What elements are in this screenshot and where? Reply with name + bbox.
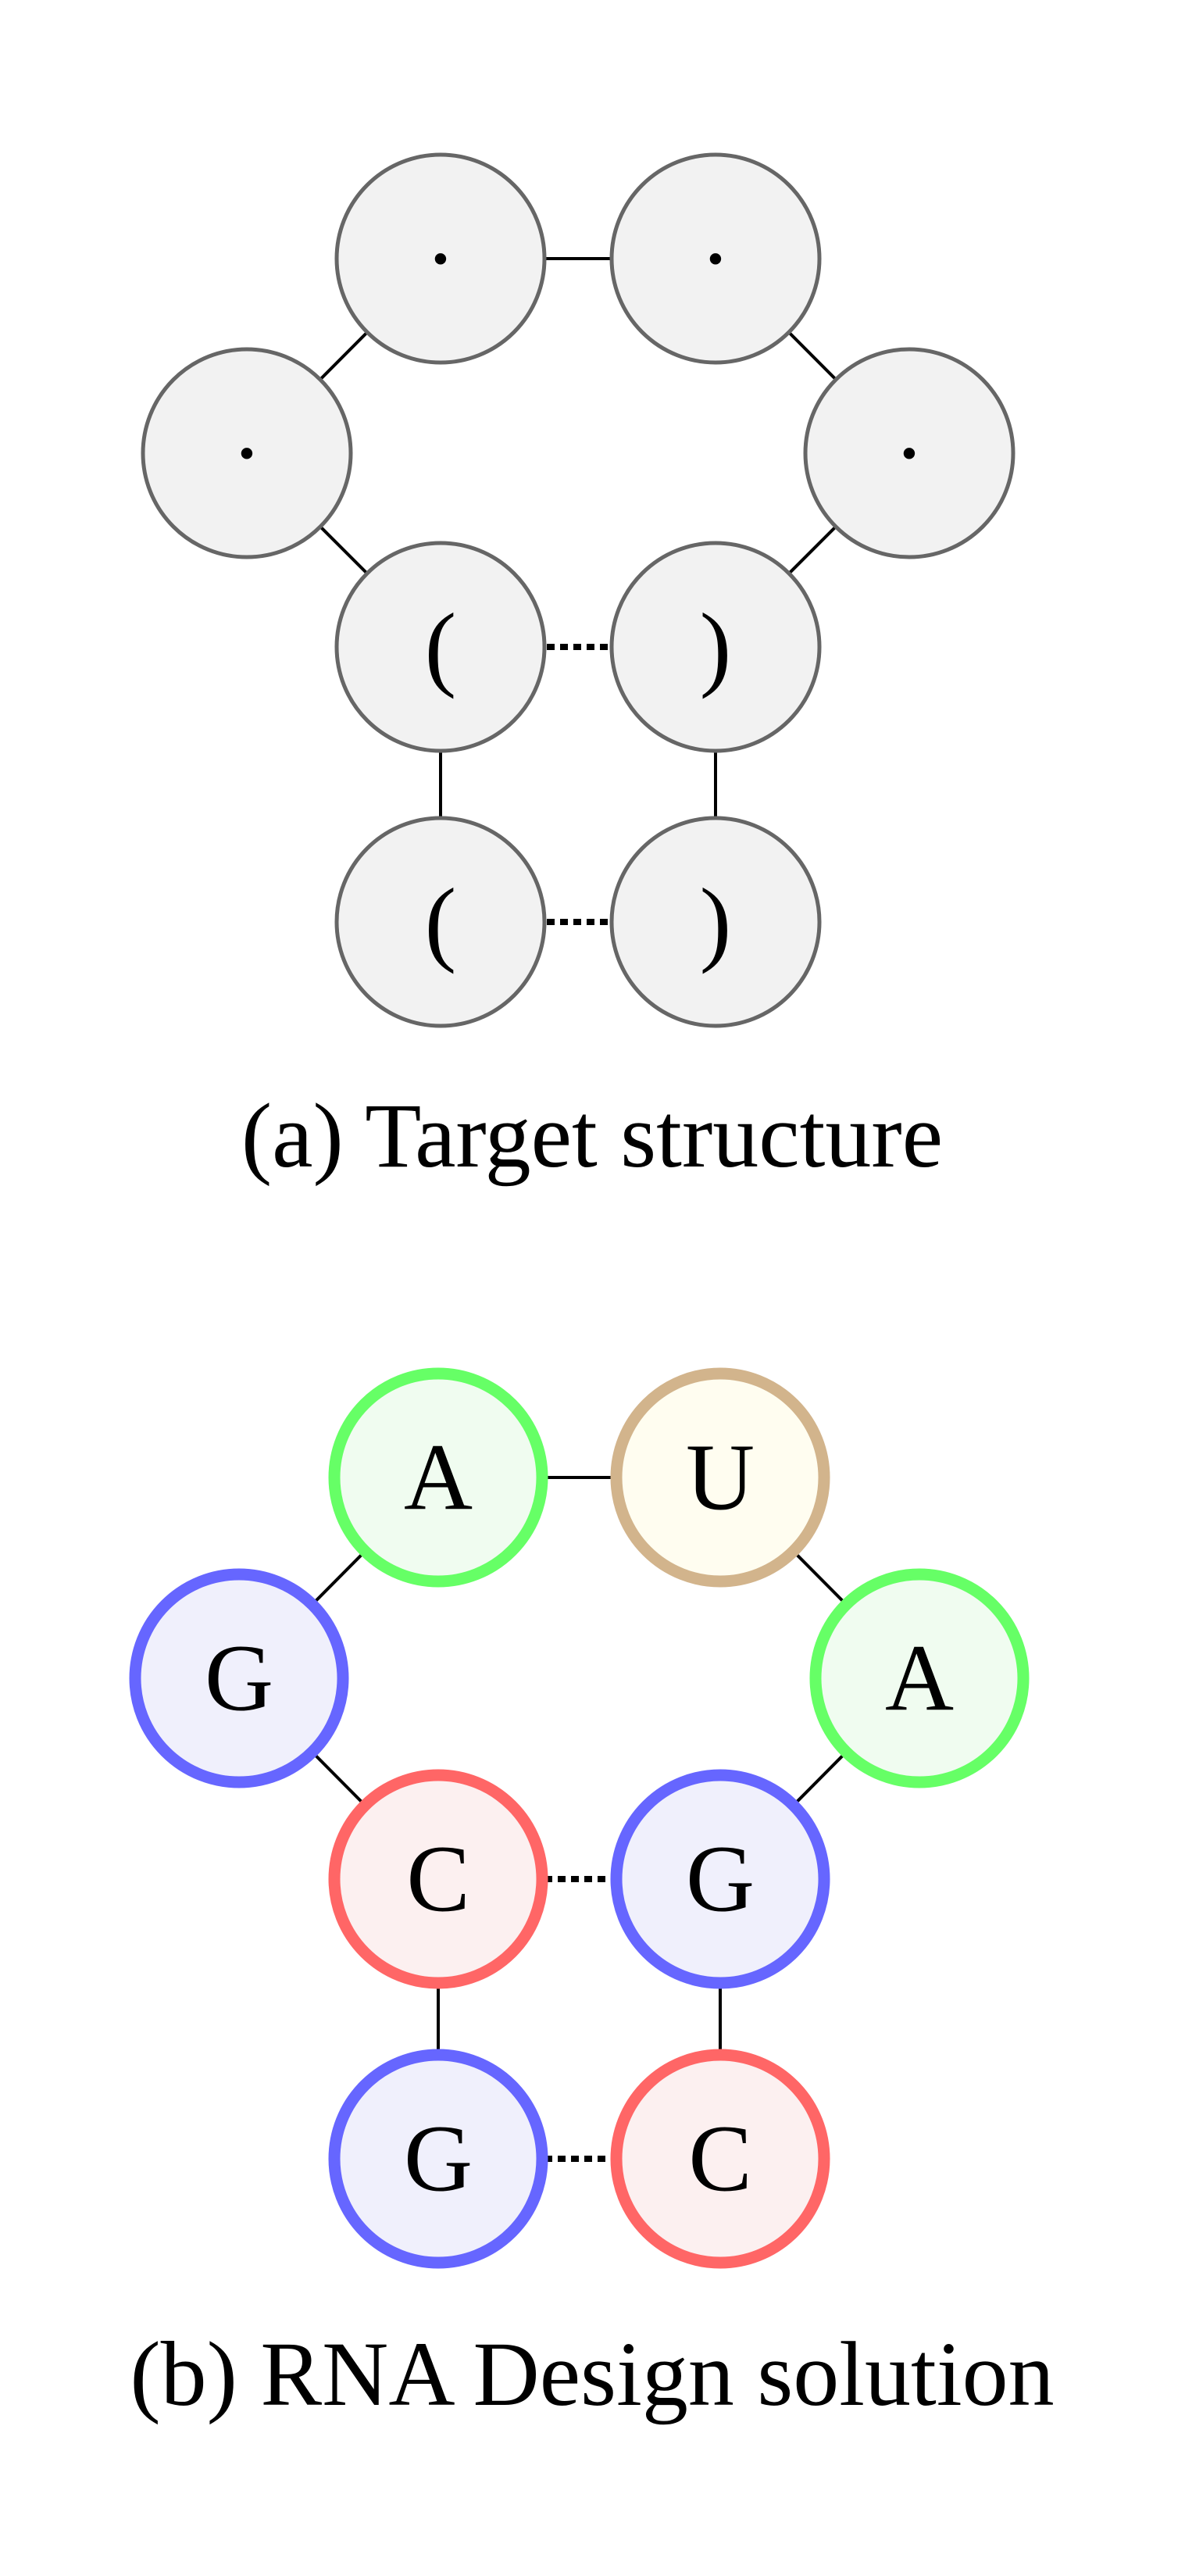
node-label: A — [885, 1626, 954, 1731]
node-circle — [610, 1367, 830, 1588]
nucleotide-node: C — [328, 1769, 548, 1989]
node-circle — [610, 2049, 830, 2269]
nucleotide-node: ) — [609, 541, 822, 753]
node-circle — [803, 347, 1015, 559]
nucleotide-node: C — [610, 2049, 830, 2269]
node-circle — [609, 152, 822, 365]
node-circle — [129, 1568, 349, 1788]
nucleotide-node: · — [334, 152, 547, 365]
caption-target-structure: (a) Target structure — [241, 1084, 943, 1187]
nucleotide-node: · — [141, 347, 353, 559]
nucleotide-node: G — [328, 2049, 548, 2269]
nucleotide-node: G — [610, 1769, 830, 1989]
node-label: U — [686, 1425, 755, 1531]
node-circle — [809, 1568, 1030, 1788]
nucleotide-node: A — [809, 1568, 1030, 1788]
node-label: C — [406, 1827, 469, 1932]
node-circle — [328, 1769, 548, 1989]
node-circle — [328, 2049, 548, 2269]
node-label: ( — [425, 870, 457, 975]
node-label: A — [404, 1425, 473, 1531]
node-circle — [610, 1769, 830, 1989]
node-label: ) — [700, 595, 732, 700]
nucleotide-node: U — [610, 1367, 830, 1588]
nucleotide-node: · — [803, 347, 1015, 559]
nucleotide-node: G — [129, 1568, 349, 1788]
node-circle — [609, 541, 822, 753]
nucleotide-node: · — [609, 152, 822, 365]
node-label: G — [404, 2106, 473, 2212]
node-label: ) — [700, 870, 732, 975]
node-label: · — [425, 206, 457, 312]
nucleotide-node: ( — [334, 541, 547, 753]
node-label: G — [686, 1827, 755, 1932]
node-circle — [328, 1367, 548, 1588]
node-circle — [334, 541, 547, 753]
nucleotide-node: ) — [609, 816, 822, 1028]
nucleotide-node: A — [328, 1367, 548, 1588]
node-circle — [609, 816, 822, 1028]
panel-rna-design-solution: G C G A U A G C (b) RNA Design solution — [129, 1367, 1055, 2425]
node-label: ( — [425, 595, 457, 700]
node-circle — [334, 816, 547, 1028]
node-label: · — [894, 401, 926, 506]
node-label: G — [205, 1626, 273, 1731]
nucleotide-node: ( — [334, 816, 547, 1028]
node-circle — [141, 347, 353, 559]
node-circle — [334, 152, 547, 365]
node-label: · — [700, 206, 732, 312]
panel-target-structure: ( ( · · · ·)) (a) Target structure — [141, 152, 1015, 1187]
node-label: C — [688, 2106, 751, 2212]
node-label: · — [231, 401, 263, 506]
caption-rna-design-solution: (b) RNA Design solution — [130, 2323, 1054, 2425]
